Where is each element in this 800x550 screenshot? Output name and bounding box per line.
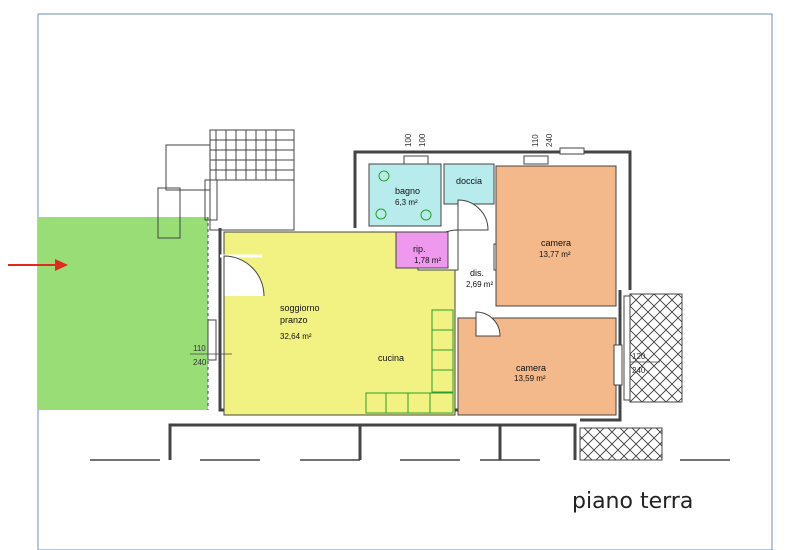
label-rip: rip. bbox=[413, 244, 426, 254]
room-camera-2 bbox=[457, 317, 617, 416]
label-cucina: cucina bbox=[378, 353, 404, 363]
label-pranzo: pranzo bbox=[280, 315, 308, 325]
plan-title: piano terra bbox=[572, 489, 693, 514]
label-bagno: bagno bbox=[395, 186, 420, 196]
label-dis: dis. bbox=[470, 268, 484, 278]
area-dis: 2,69 m² bbox=[466, 280, 493, 289]
dim-soggiorno-door-h: 240 bbox=[193, 358, 207, 367]
kitchen-counter bbox=[365, 309, 454, 414]
walls bbox=[168, 150, 632, 460]
balcony-lattice bbox=[629, 293, 683, 403]
label-camera-2: camera bbox=[516, 363, 546, 373]
area-camera-1: 13,77 m² bbox=[539, 250, 571, 259]
dim-camera1-window-h: 240 bbox=[545, 133, 554, 147]
label-doccia: doccia bbox=[456, 176, 482, 186]
dim-camera2-window-h: 240 bbox=[632, 366, 646, 375]
terrace-lattice bbox=[579, 427, 663, 461]
red-arrow-icon bbox=[8, 259, 68, 271]
dim-camera1-window-w: 110 bbox=[531, 134, 540, 147]
label-soggiorno: soggiorno bbox=[280, 303, 320, 313]
area-bagno: 6,3 m² bbox=[395, 198, 418, 207]
room-camera-1 bbox=[495, 165, 617, 307]
room-doccia bbox=[443, 163, 495, 205]
entrance-door bbox=[220, 254, 265, 297]
garden-area bbox=[38, 217, 208, 410]
dim-bagno-window-w: 100 bbox=[404, 133, 413, 147]
dim-camera2-window-w: 120 bbox=[632, 352, 646, 361]
area-camera-2: 13,59 m² bbox=[514, 374, 546, 383]
area-rip: 1,78 m² bbox=[414, 256, 441, 265]
dim-bagno-window-h: 100 bbox=[418, 133, 427, 147]
room-rip bbox=[395, 231, 449, 269]
dim-soggiorno-door-w: 110 bbox=[193, 344, 206, 353]
area-soggiorno: 32,64 m² bbox=[280, 332, 312, 341]
label-camera-1: camera bbox=[541, 238, 571, 248]
staircase bbox=[157, 129, 295, 239]
